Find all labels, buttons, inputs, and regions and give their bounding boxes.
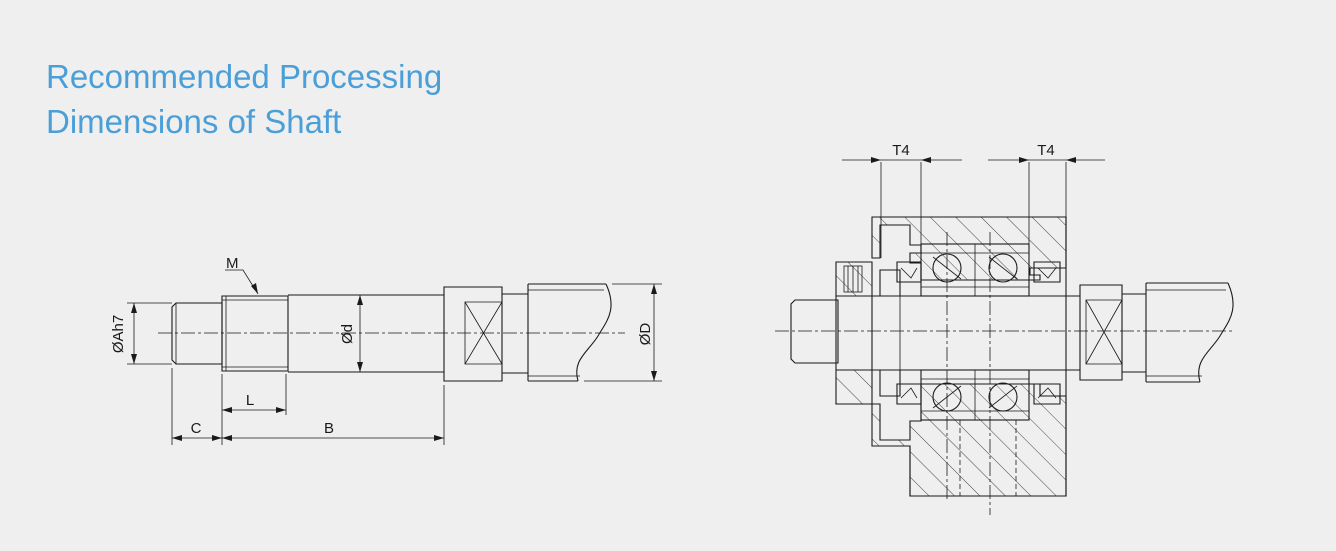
title-line-1: Recommended Processing (46, 58, 443, 95)
seal-right-bottom (1033, 383, 1061, 405)
shaft-view: ØAh7 Ød ØD M L C B (110, 255, 662, 445)
seal-left-top (896, 261, 922, 283)
bearings-top (920, 243, 1030, 297)
shaft-screw-body (527, 283, 606, 382)
page-title: Recommended Processing Dimensions of Sha… (46, 54, 442, 144)
assembly-shaft-end (790, 299, 839, 364)
shaft-journal (288, 294, 444, 373)
label-a: ØAh7 (110, 315, 127, 353)
seal-right-top (1033, 261, 1061, 283)
label-t4-right: T4 (1037, 142, 1055, 159)
shaft-shoulder (443, 286, 503, 382)
label-c: C (191, 420, 202, 437)
shaft-pilot (171, 302, 223, 365)
assembly-view: T4 T4 (775, 142, 1234, 515)
housing-bottom (871, 383, 1067, 497)
seal-left-bottom (896, 383, 922, 405)
shaft-break-line (576, 283, 612, 382)
shaft-thread (221, 295, 289, 372)
assembly-shoulder (1079, 284, 1123, 381)
label-l: L (246, 392, 254, 409)
label-d: Ød (339, 324, 356, 344)
label-big-d: ØD (637, 323, 654, 346)
assembly-screw-body (1145, 282, 1228, 383)
assembly-shaft (838, 295, 1080, 371)
label-t4-left: T4 (892, 142, 910, 159)
housing-top (871, 216, 1067, 281)
title-line-2: Dimensions of Shaft (46, 103, 342, 140)
bearings-bottom (920, 369, 1030, 421)
label-m: M (226, 255, 239, 272)
label-b: B (324, 420, 334, 437)
